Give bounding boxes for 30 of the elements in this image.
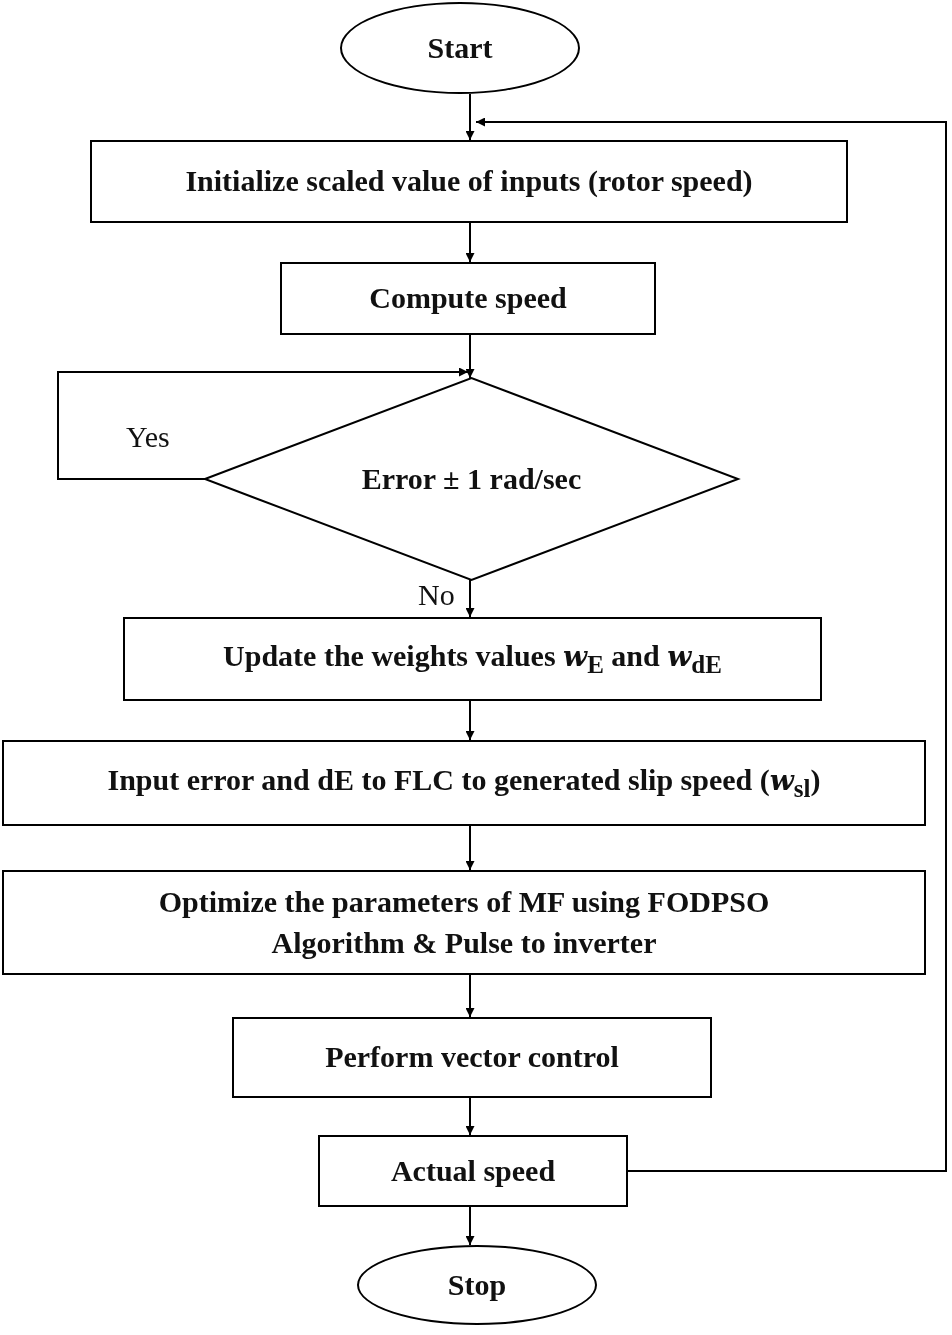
process-box	[318, 1135, 628, 1207]
edge-label: No	[418, 578, 455, 612]
arrow	[465, 1097, 475, 1136]
node-text: Optimize the parameters of MF using FODPSO Algorithm & Pulse to inverter	[157, 884, 771, 961]
process-box	[2, 870, 926, 975]
process-box	[123, 617, 822, 701]
node-text: Start	[427, 29, 493, 66]
process-box	[90, 140, 848, 223]
arrow	[465, 334, 475, 379]
arrow	[475, 117, 947, 1172]
process-box	[280, 262, 656, 335]
node-text: Error ± 1 rad/sec	[361, 460, 582, 497]
arrow	[465, 825, 475, 871]
node-text: Update the weights values w$_{E}$ and w$_{dE}$	[223, 638, 722, 681]
arrow	[465, 222, 475, 263]
node-text: Actual speed	[390, 1152, 556, 1189]
process-box	[232, 1017, 712, 1098]
arrow	[465, 700, 475, 741]
node-text: Compute speed	[369, 280, 567, 317]
process-box	[2, 740, 926, 826]
arrow	[57, 367, 469, 480]
arrow	[465, 93, 475, 141]
node-text: Perform vector control	[325, 1039, 619, 1076]
arrow	[465, 579, 475, 618]
node-text: Stop	[447, 1266, 507, 1303]
arrow	[465, 974, 475, 1018]
node-text: Initialize scaled value of inputs (rotor speed)	[185, 163, 753, 200]
edge-label: Yes	[126, 420, 170, 454]
arrow	[465, 1206, 475, 1246]
node-text: Input error and dE to FLC to generated slip speed (w$_{sl}$)	[107, 762, 821, 805]
